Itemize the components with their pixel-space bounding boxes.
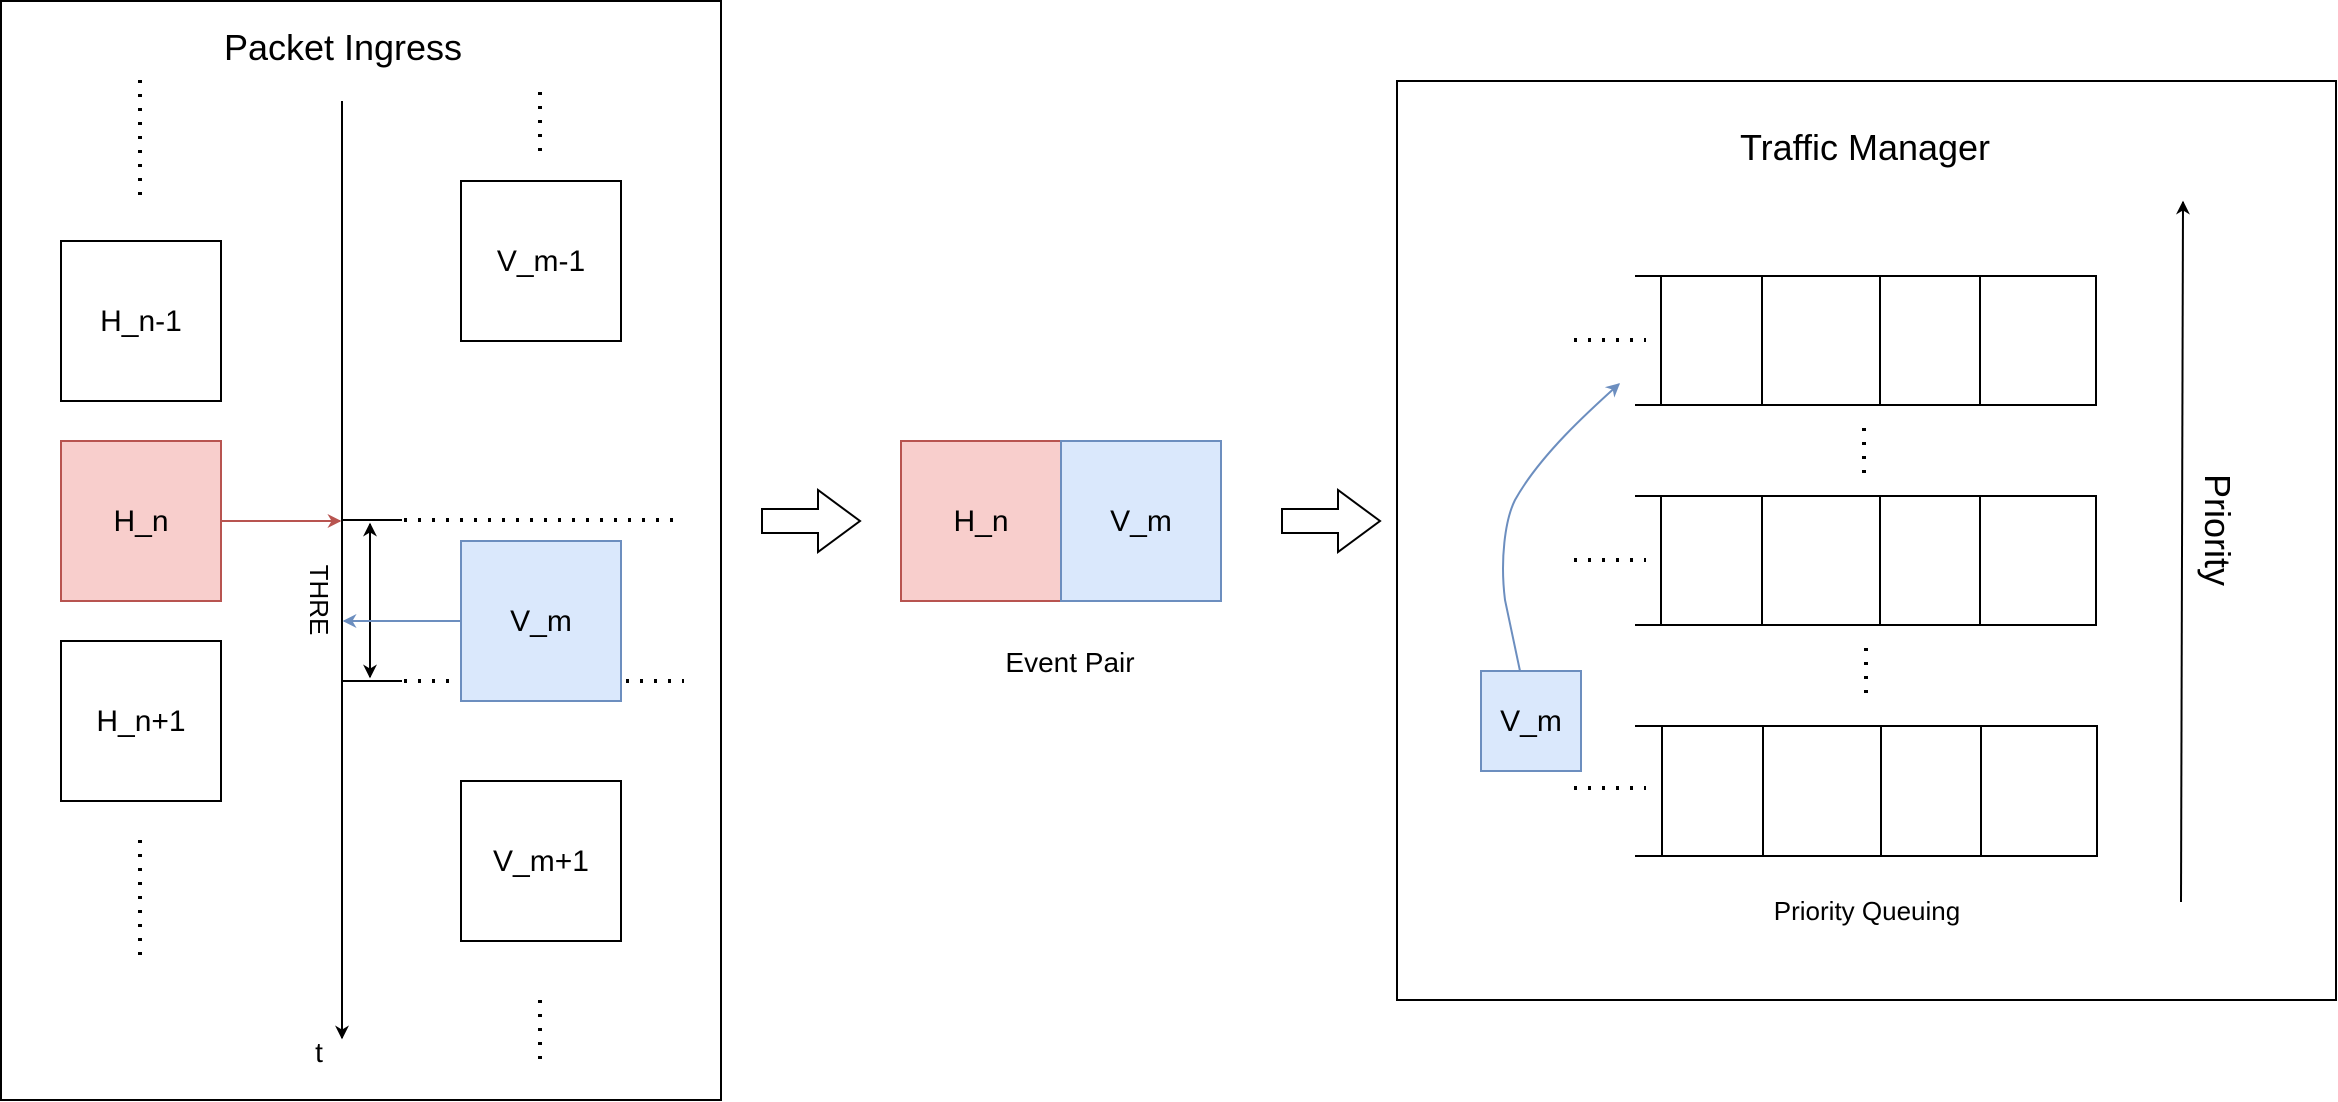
traffic-manager-panel: Traffic Manager — [1396, 80, 2337, 1001]
traffic-manager-title: Traffic Manager — [1740, 127, 1990, 168]
v-box-prev: V_m-1 — [460, 180, 622, 342]
traffic-manager-packet: V_m — [1480, 670, 1582, 772]
threshold-label: THRE — [304, 565, 334, 636]
flow-arrow-2 — [1281, 488, 1382, 554]
event-pair-left-label: H_n — [953, 505, 1008, 538]
h-box-current-label: H_n — [113, 505, 168, 538]
h-box-prev-label: H_n-1 — [100, 305, 182, 338]
event-pair-caption: Event Pair — [1005, 647, 1134, 678]
h-box-prev: H_n-1 — [60, 240, 222, 402]
priority-label: Priority — [2197, 474, 2238, 586]
event-pair-right-label: V_m — [1110, 505, 1172, 538]
h-box-current: H_n — [60, 440, 222, 602]
priority-queue-low — [1574, 725, 2098, 857]
v-box-current: V_m — [460, 540, 622, 702]
traffic-manager-packet-label: V_m — [1500, 705, 1562, 738]
v-box-current-label: V_m — [510, 605, 572, 638]
event-pair: H_n V_m Event Pair — [900, 440, 1222, 678]
v-box-next-label: V_m+1 — [493, 845, 589, 878]
priority-arrow — [2175, 200, 2190, 903]
packet-ingress-title: Packet Ingress — [224, 27, 462, 68]
packet-enqueue-arrow — [1502, 383, 1621, 672]
h-box-next: H_n+1 — [60, 640, 222, 802]
priority-queuing-caption: Priority Queuing — [1774, 896, 1960, 926]
v-box-next: V_m+1 — [460, 780, 622, 942]
packet-ingress-panel: Packet Ingress H_n-1 H_n H_n+1 V_m-1 V_m — [0, 0, 722, 1101]
priority-queue-high — [1574, 275, 2097, 406]
v-box-prev-label: V_m-1 — [497, 245, 585, 278]
h-box-next-label: H_n+1 — [96, 705, 185, 738]
priority-queue-mid — [1574, 495, 2097, 626]
time-axis-label: t — [315, 1037, 323, 1068]
flow-arrow-1 — [761, 488, 862, 554]
